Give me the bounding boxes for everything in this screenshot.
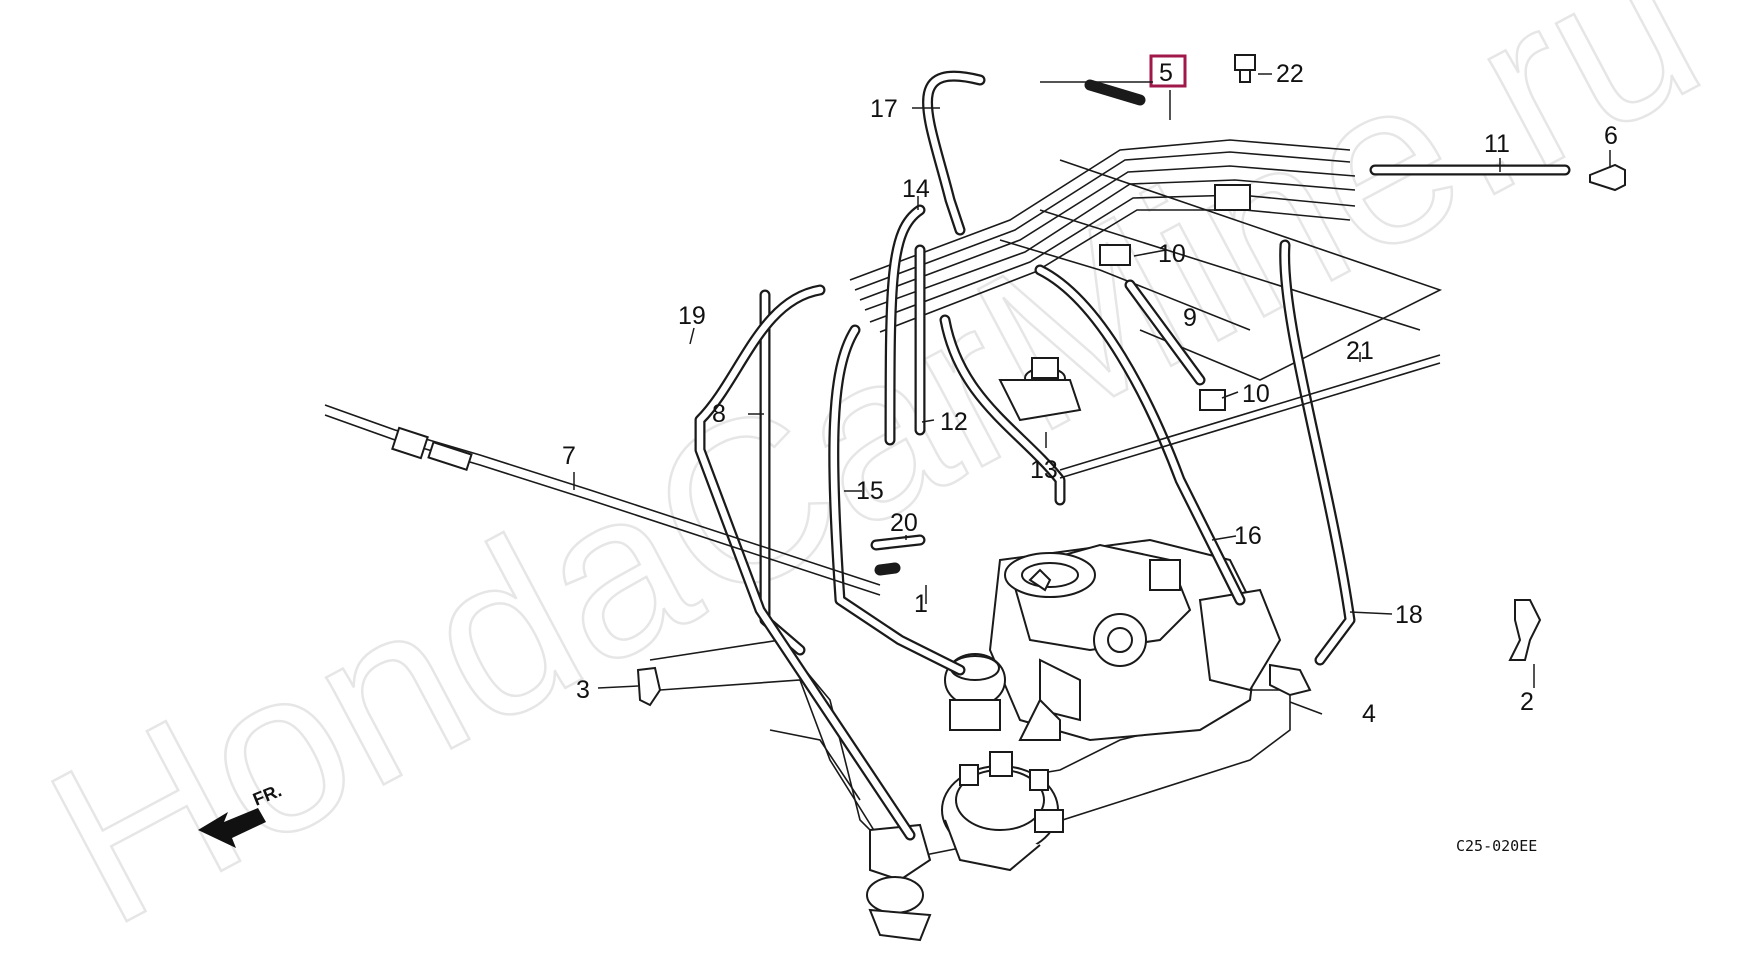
- highlight-box: [1149, 54, 1187, 88]
- part-label-16: 16: [1234, 522, 1262, 550]
- part-label-15: 15: [856, 477, 884, 505]
- part-label-4: 4: [1362, 700, 1376, 728]
- part-labels: 1 2 3 4 5 6 7 8 10 9 10 11 12 13 14 15 1…: [562, 59, 1618, 728]
- part-label-9: 9: [1183, 304, 1197, 332]
- part-label-5: 5: [1159, 59, 1173, 87]
- diagram-code: C25-020EE: [1456, 837, 1537, 855]
- vacuum-diaphragm-bottom: [866, 823, 932, 942]
- part-label-2: 2: [1520, 688, 1534, 716]
- hoses: [694, 70, 1571, 841]
- distributor: [941, 751, 1064, 872]
- part-label-18: 18: [1395, 601, 1423, 629]
- part-label-6: 6: [1604, 122, 1618, 150]
- leader-lines: [573, 73, 1611, 715]
- part-label-7: 7: [562, 442, 576, 470]
- vacuum-tube-bundle: [849, 139, 1356, 333]
- part-label-13: 13: [1030, 456, 1058, 484]
- part-label-10b: 10: [1242, 380, 1270, 408]
- part-label-1: 1: [914, 590, 928, 618]
- part-label-17: 17: [870, 95, 898, 123]
- part-label-12: 12: [940, 408, 968, 436]
- part-label-3: 3: [576, 676, 590, 704]
- part-label-14: 14: [902, 175, 930, 203]
- part-label-19: 19: [678, 302, 706, 330]
- front-arrow-icon: [198, 808, 266, 848]
- part-label-8: 8: [712, 400, 726, 428]
- part-label-22: 22: [1276, 60, 1304, 88]
- throttle-body-assembly: [988, 538, 1282, 742]
- part-label-11: 11: [1484, 130, 1510, 158]
- cables-and-rods: [324, 354, 1441, 596]
- small-parts: [636, 54, 1626, 707]
- part-label-10a: 10: [1158, 240, 1186, 268]
- part-label-21: 21: [1346, 337, 1374, 365]
- egr-valve: [998, 357, 1082, 422]
- part-label-20: 20: [890, 509, 918, 537]
